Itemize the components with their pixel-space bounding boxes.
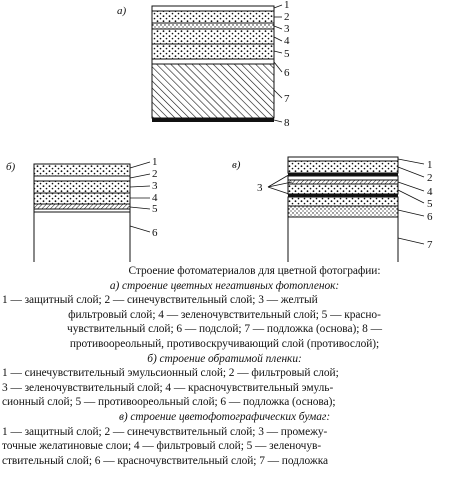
panel-label-b: б) xyxy=(6,161,16,173)
layer-number-b-1: 1 xyxy=(152,156,158,168)
layer-number-a-3: 3 xyxy=(284,23,290,35)
layer-number-b-3: 3 xyxy=(152,180,158,192)
caption-a-line-2: фильтровый слой; 4 — зеленочувствительны… xyxy=(68,308,381,321)
panel-label-v: в) xyxy=(232,159,241,171)
caption-b-line-2: 3 — зеленочувствительный слой; 4 — красн… xyxy=(2,381,334,394)
layer-number-a-5: 5 xyxy=(284,48,290,60)
layer-number-b-6: 6 xyxy=(152,227,158,239)
film-layer-diagrams: а) 1 2 3 4 5 6 7 8 б) xyxy=(6,0,433,262)
layer-number-v-1: 1 xyxy=(427,159,433,171)
caption-v-line-1: 1 — защитный слой; 2 — синечувствительны… xyxy=(2,425,328,438)
caption-v-heading: в) строение цветофотографических бумаг: xyxy=(118,410,331,423)
layer-number-a-4: 4 xyxy=(284,35,290,47)
layer-number-a-2: 2 xyxy=(284,11,290,23)
diagram-a: а) 1 2 3 4 5 6 7 8 xyxy=(117,0,290,129)
caption-a-heading: а) строение цветных негативных фотоплено… xyxy=(109,279,340,292)
figure-caption: Строение фотоматериалов для цветной фото… xyxy=(2,264,447,468)
layer-number-v-7: 7 xyxy=(427,239,433,251)
leaders-b xyxy=(129,161,151,233)
caption-title: Строение фотоматериалов для цветной фото… xyxy=(128,265,381,277)
layer-number-a-1: 1 xyxy=(284,0,290,11)
diagram-v: в) 3 1 2 4 5 6 7 xyxy=(232,156,433,262)
caption-b-heading: б) строение обратимой пленки: xyxy=(147,352,302,365)
leaders-v-3 xyxy=(267,172,293,196)
layer-number-v-5: 5 xyxy=(427,198,433,210)
layer-number-b-2: 2 xyxy=(152,168,158,180)
caption-b-line-3: сионный слой; 5 — противоореольный слой;… xyxy=(2,396,336,409)
caption-a-line-4: противоореольный, противоскручивающий сл… xyxy=(69,337,380,350)
layer-number-v-3-group: 3 xyxy=(257,182,263,194)
caption-v-line-3: ствительный слой; 6 — красночувствительн… xyxy=(2,454,329,467)
layer-number-v-4: 4 xyxy=(427,186,433,198)
layer-number-b-4: 4 xyxy=(152,192,158,204)
leaders-a xyxy=(273,4,283,123)
layer-number-b-5: 5 xyxy=(152,203,158,215)
caption-a-line-1: 1 — защитный слой; 2 — синечувствительны… xyxy=(2,294,318,307)
caption-a-line-3: чувствительный слой; 6 — подслой; 7 — по… xyxy=(67,323,382,336)
layer-number-a-7: 7 xyxy=(284,93,290,105)
layer-number-a-6: 6 xyxy=(284,67,290,79)
layer-number-v-2: 2 xyxy=(427,172,433,184)
layer-number-a-8: 8 xyxy=(284,117,290,129)
leaders-v xyxy=(397,158,425,245)
panel-label-a: а) xyxy=(117,5,127,17)
diagram-b: б) 1 2 3 4 5 6 xyxy=(6,156,158,262)
caption-v-line-2: точные желатиновые слои; 4 — фильтровый … xyxy=(2,440,322,453)
layer-number-v-6: 6 xyxy=(427,211,433,223)
caption-b-line-1: 1 — синечувствительный эмульсионный слой… xyxy=(2,367,339,380)
